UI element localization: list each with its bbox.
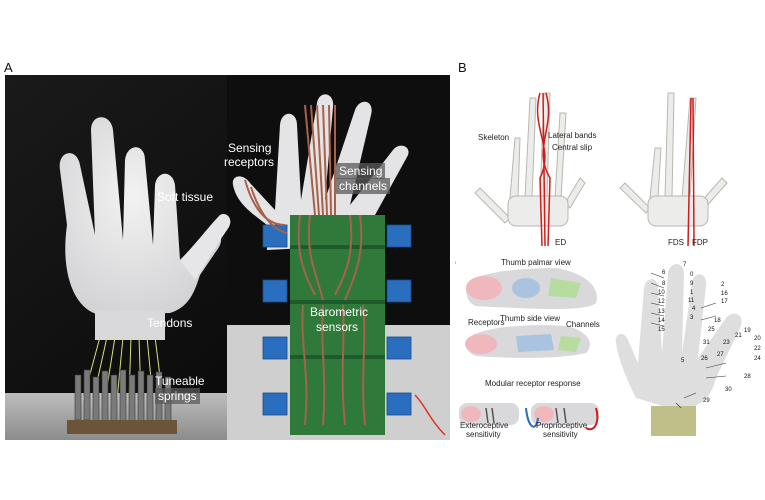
d-num-27: 27 <box>717 352 724 358</box>
label-tendons: Tendons <box>147 316 193 330</box>
label-soft-tissue: Soft tissue <box>157 190 214 204</box>
label-fdp: FDP <box>692 238 708 247</box>
label-springs: springs <box>155 388 200 404</box>
panel-letter-b: B <box>458 60 467 75</box>
label-sensing-receptors-1: Sensing <box>228 141 272 155</box>
label-exteroceptive-2: sensitivity <box>466 430 501 439</box>
d-num-3: 3 <box>690 315 694 321</box>
label-fds: FDS <box>668 238 684 247</box>
d-num-14: 14 <box>658 318 665 324</box>
tendon-lines-left <box>536 92 551 247</box>
d-num-6: 6 <box>662 270 666 276</box>
d-num-9: 9 <box>690 281 694 287</box>
d-num-16: 16 <box>721 291 728 297</box>
label-proprioceptive-1: Proprioceptive <box>536 421 588 430</box>
panel-a-illustration <box>5 75 450 440</box>
label-tuneable: Tuneable <box>155 374 205 388</box>
label-modular-response: Modular receptor response <box>485 379 581 388</box>
label-lateral-bands: Lateral bands <box>548 131 597 140</box>
d-num-1: 1 <box>690 290 694 296</box>
d-num-10: 10 <box>658 290 665 296</box>
label-sensing-channels-2: channels <box>336 178 391 194</box>
d-num-18: 18 <box>714 318 721 324</box>
d-num-20: 20 <box>754 336 761 342</box>
d-num-30: 30 <box>725 387 732 393</box>
d-num-0: 0 <box>690 272 694 278</box>
d-num-2: 2 <box>721 282 725 288</box>
label-channels: Channels <box>566 320 600 329</box>
d-num-8: 8 <box>662 281 666 287</box>
label-central-slip: Central slip <box>552 143 593 152</box>
label-sensing-receptors-2: receptors <box>224 155 275 169</box>
d-num-11: 11 <box>688 298 695 304</box>
panel-a-photo <box>5 75 450 440</box>
d-num-21: 21 <box>735 333 742 339</box>
label-sensing-channels-1: Sensing <box>336 163 386 179</box>
label-thumb-palmar: Thumb palmar view <box>501 258 571 267</box>
sensing-wires <box>244 104 366 426</box>
d-num-31: 31 <box>703 340 710 346</box>
d-num-13: 13 <box>658 309 665 315</box>
d-num-24: 24 <box>754 356 761 362</box>
d-num-5: 5 <box>681 358 685 364</box>
label-ed: ED <box>555 238 567 247</box>
d-num-15: 15 <box>658 327 665 333</box>
left-hand <box>59 117 231 340</box>
panel-letter-a: A <box>4 60 13 75</box>
d-num-22: 22 <box>754 346 761 352</box>
label-exteroceptive-1: Exteroceptive <box>460 421 509 430</box>
label-receptors: Receptors <box>468 318 505 327</box>
d-num-17: 17 <box>721 299 728 305</box>
d-num-7: 7 <box>683 262 687 268</box>
d-num-25: 25 <box>708 327 715 333</box>
d-num-26: 26 <box>701 356 708 362</box>
panel-b-illustration <box>460 78 760 248</box>
d-num-23: 23 <box>723 340 730 346</box>
d-num-28: 28 <box>744 374 751 380</box>
label-thumb-side: Thumb side view <box>500 314 561 323</box>
label-sensors: sensors <box>316 320 359 334</box>
panel-c-illustration <box>456 258 602 440</box>
label-skeleton: Skeleton <box>478 133 510 142</box>
label-barometric: Barometric <box>310 305 369 319</box>
d-num-12: 12 <box>658 299 665 305</box>
d-num-19: 19 <box>744 328 751 334</box>
label-proprioceptive-2: sensitivity <box>543 430 578 439</box>
panel-d-photo <box>606 258 760 440</box>
d-num-4: 4 <box>692 306 696 312</box>
tendon-lines-right <box>687 97 695 247</box>
d-num-29: 29 <box>703 398 710 404</box>
